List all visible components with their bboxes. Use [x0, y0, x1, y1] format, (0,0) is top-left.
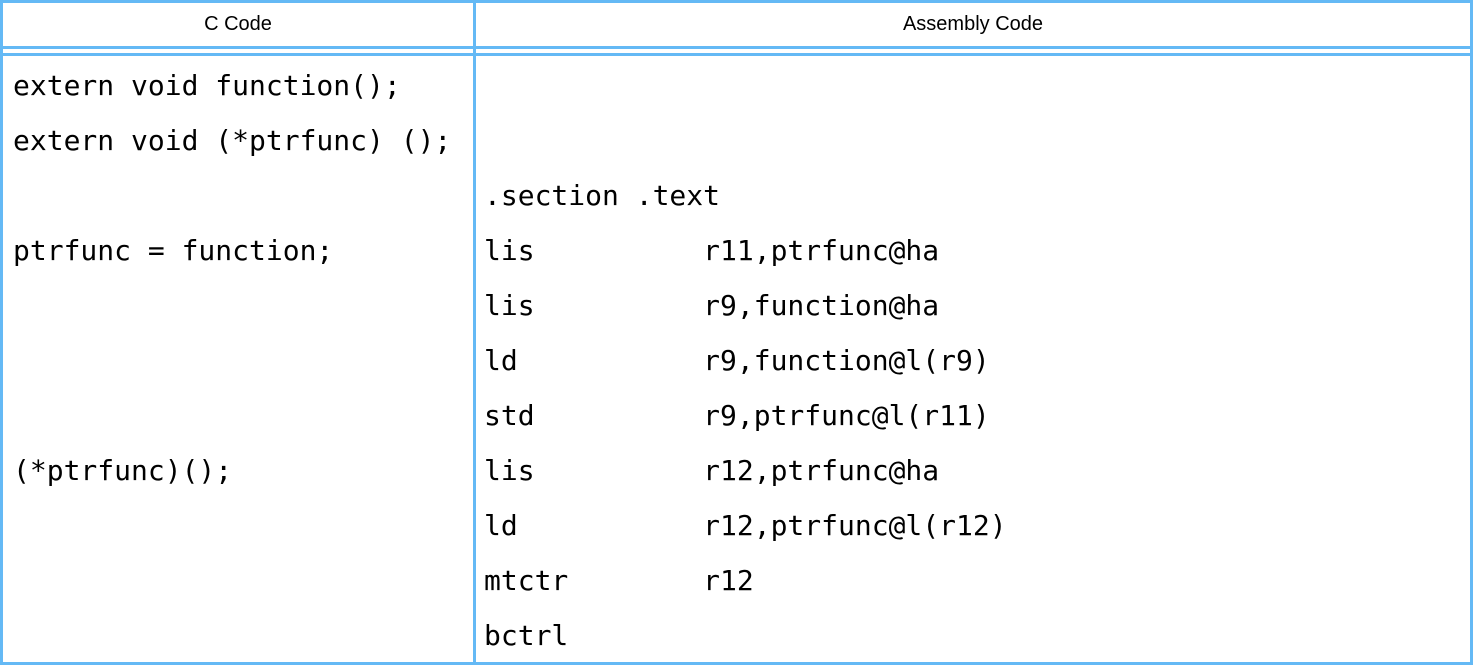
asm-operands: r12,ptrfunc@ha	[703, 454, 940, 487]
asm-code-line: bctrl	[484, 608, 1470, 662]
c-code-line	[13, 388, 473, 443]
asm-mnemonic: lis	[484, 234, 535, 267]
c-code-line	[13, 168, 473, 223]
asm-code-line	[484, 58, 1470, 113]
asm-operands: r9,function@ha	[703, 289, 940, 322]
asm-mnemonic: lis	[484, 454, 535, 487]
asm-code-line: .section .text	[484, 168, 1470, 223]
asm-mnemonic: ld	[484, 509, 518, 542]
asm-mnemonic: mtctr	[484, 564, 569, 597]
c-code-line: extern void (*ptrfunc) ();	[13, 124, 452, 157]
c-code-header: C Code	[3, 3, 473, 49]
asm-mnemonic: lis	[484, 289, 535, 322]
c-code-body: extern void function(); extern void (*ptr…	[3, 53, 473, 662]
asm-code-line	[484, 113, 1470, 168]
asm-operands: r12	[703, 564, 754, 597]
asm-operands: r11,ptrfunc@ha	[703, 234, 940, 267]
asm-operands: r9,function@l(r9)	[703, 344, 990, 377]
c-code-header-label: C Code	[204, 13, 272, 35]
asm-code-line: mtctr r12	[484, 553, 1470, 608]
asm-code-line: lis r12,ptrfunc@ha	[484, 443, 1470, 498]
c-code-line: ptrfunc = function;	[13, 234, 334, 267]
asm-code-line: lis r9,function@ha	[484, 278, 1470, 333]
asm-code-body: .section .text lis r11,ptrfunc@ha lis r9,fun…	[473, 53, 1470, 662]
asm-operands: r12,ptrfunc@l(r12)	[703, 509, 1007, 542]
assembly-code-header: Assembly Code	[473, 3, 1470, 49]
asm-code-line: ld r12,ptrfunc@l(r12)	[484, 498, 1470, 553]
c-code-line	[13, 498, 473, 553]
asm-code-line: std r9,ptrfunc@l(r11)	[484, 388, 1470, 443]
asm-code-line: lis r11,ptrfunc@ha	[484, 223, 1470, 278]
asm-mnemonic: ld	[484, 344, 518, 377]
c-code-line	[13, 333, 473, 388]
header-gap-right	[473, 49, 1470, 53]
c-code-line: extern void function();	[13, 69, 401, 102]
c-code-line	[13, 608, 473, 662]
c-code-line	[13, 553, 473, 608]
asm-mnemonic: .section .text	[484, 179, 721, 212]
asm-mnemonic: bctrl	[484, 619, 569, 652]
asm-code-line: ld r9,function@l(r9)	[484, 333, 1470, 388]
asm-mnemonic: std	[484, 399, 535, 432]
c-code-line: (*ptrfunc)();	[13, 454, 233, 487]
assembly-code-header-label: Assembly Code	[902, 13, 1044, 35]
c-code-line	[13, 278, 473, 333]
asm-operands: r9,ptrfunc@l(r11)	[703, 399, 990, 432]
